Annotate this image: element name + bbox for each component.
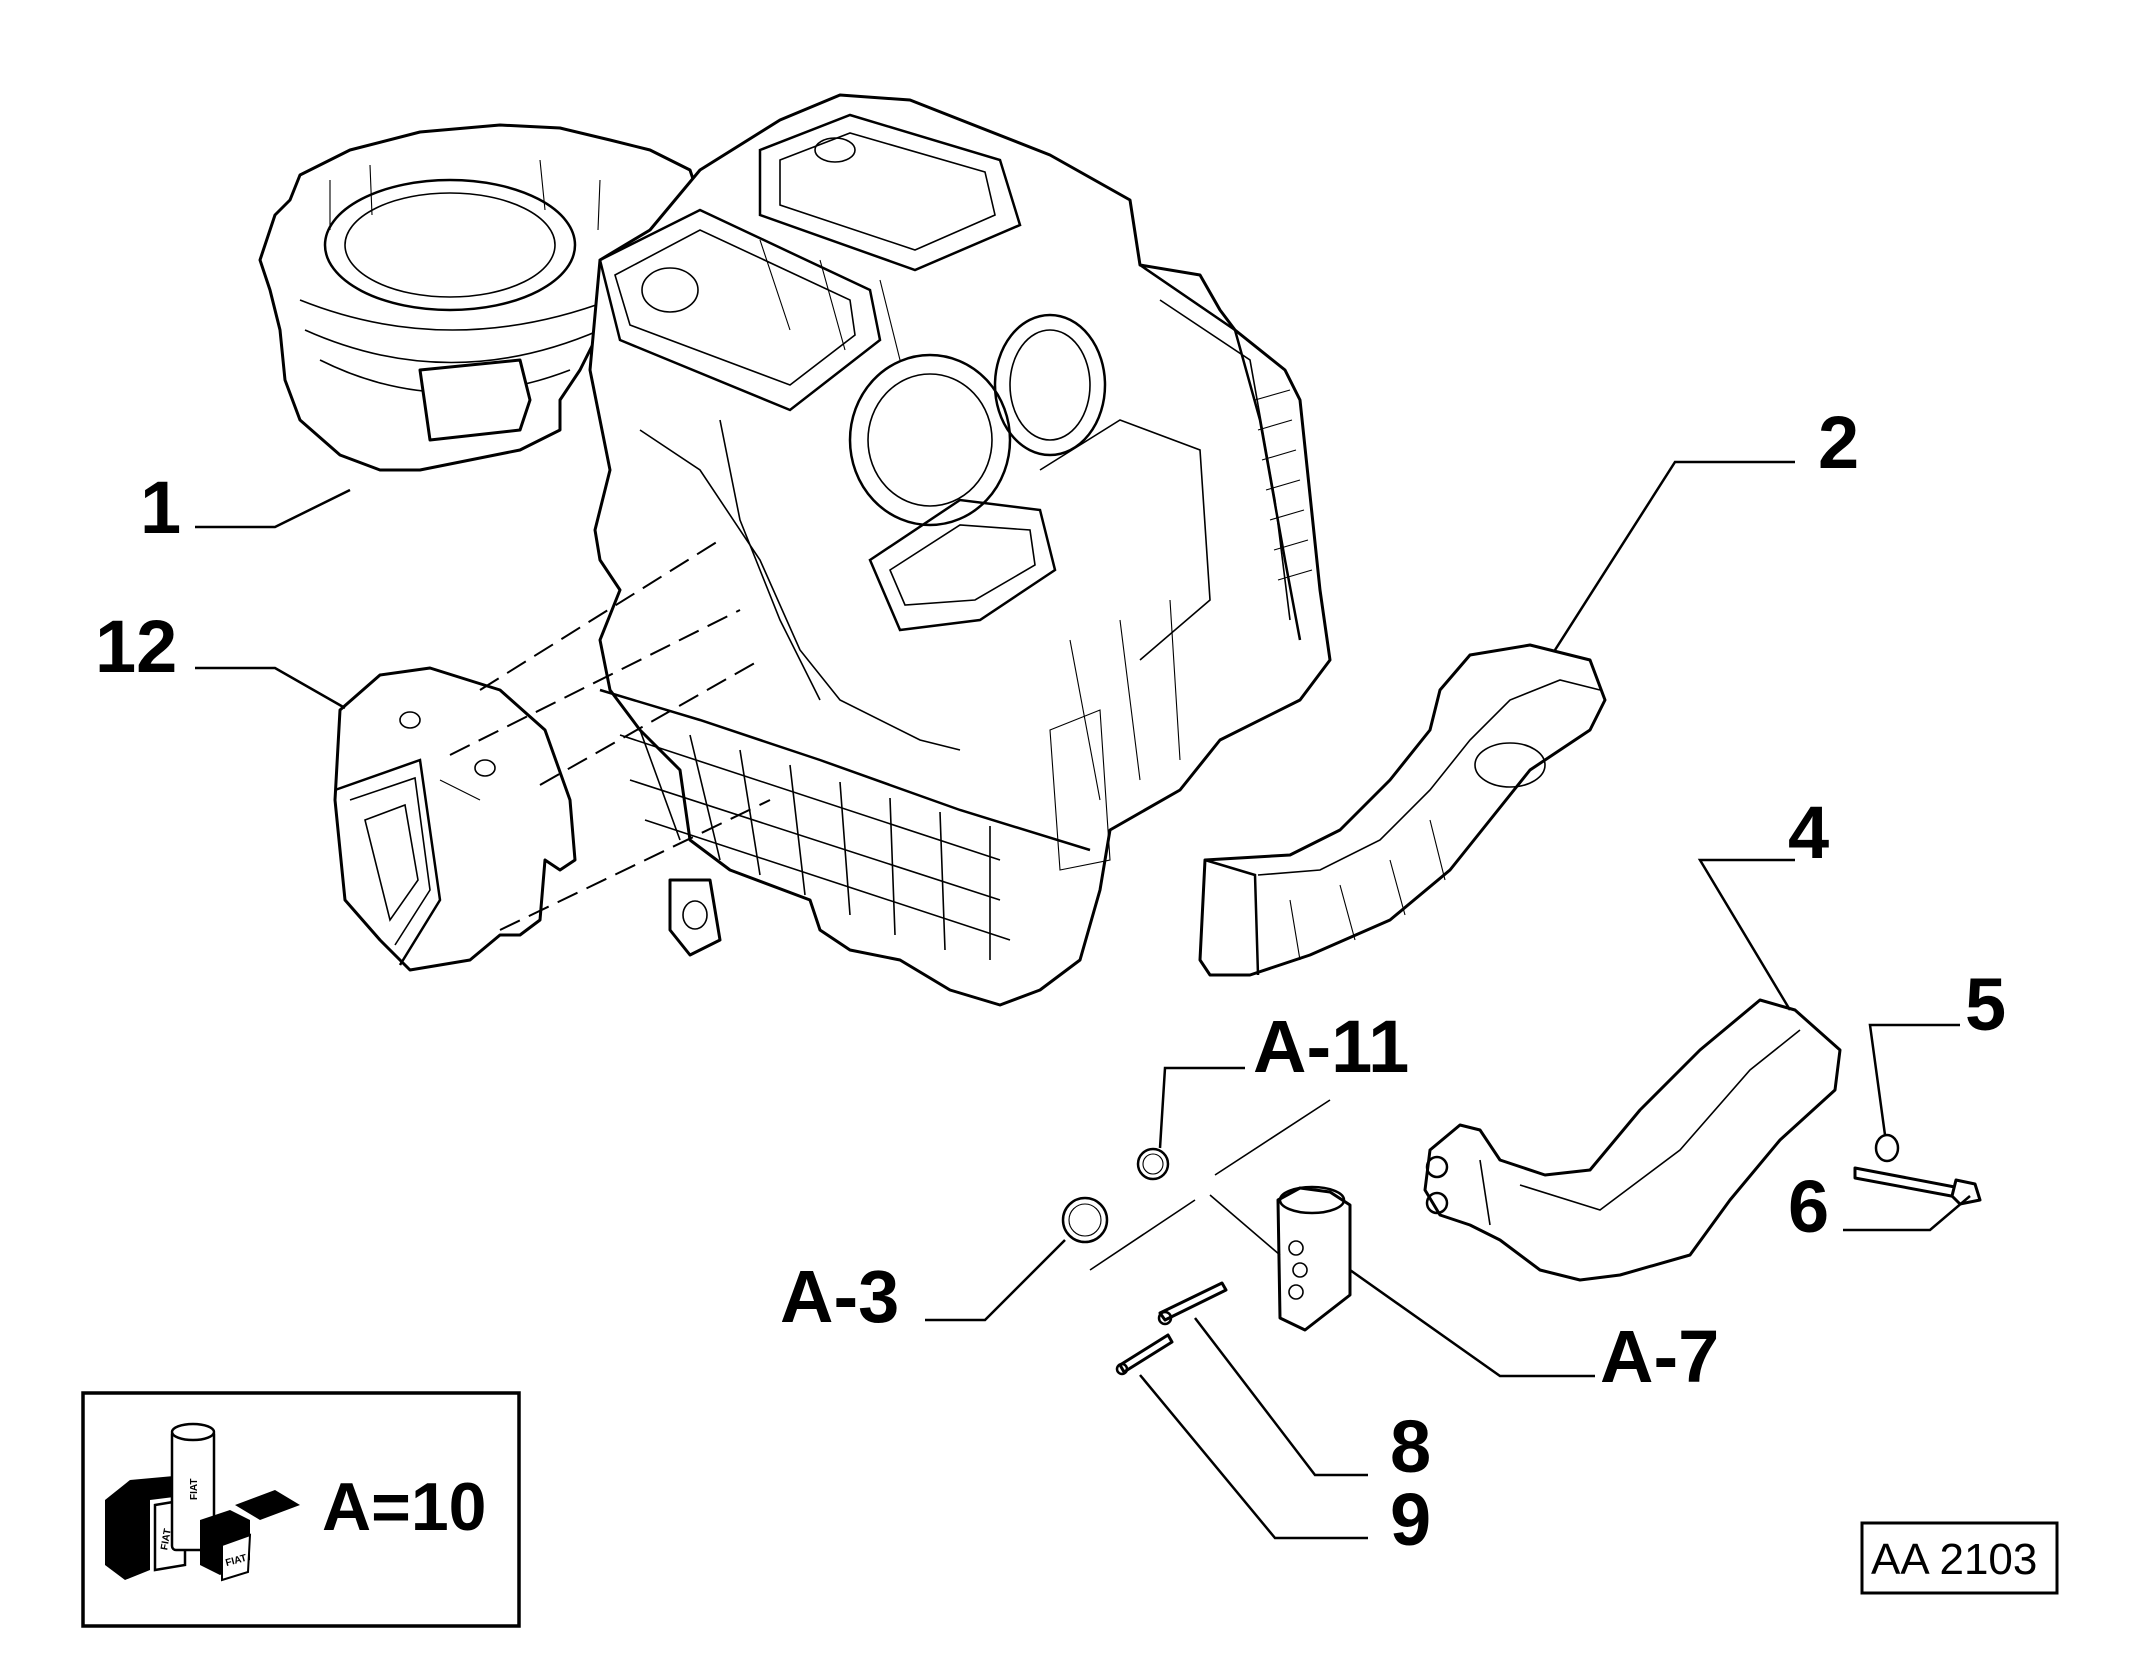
- brand-mark-3: FIAT: [224, 1553, 248, 1569]
- callout-A3: A-3: [780, 1255, 899, 1338]
- callout-4: 4: [1788, 791, 1829, 874]
- callout-6: 6: [1788, 1165, 1829, 1248]
- part-4-pipe: [1423, 998, 1842, 1282]
- callout-A11: A-11: [1253, 1005, 1409, 1088]
- brand-mark-2: FIAT: [189, 1479, 200, 1500]
- part-2-duct: [1198, 643, 1607, 977]
- hvac-housing-assembly: [258, 93, 1332, 1007]
- brand-mark-1: FIAT: [159, 1528, 174, 1551]
- o-rings-and-screws: [1061, 1099, 1982, 1376]
- drawing-code: AA 2103: [1871, 1535, 2037, 1584]
- assembly-lines: [449, 539, 771, 931]
- callout-1: 1: [140, 466, 181, 549]
- drawing-code-box: AA 2103: [1860, 1521, 2059, 1595]
- callout-5: 5: [1965, 963, 2006, 1046]
- callout-A7: A-7: [1600, 1315, 1719, 1398]
- callout-8: 8: [1390, 1405, 1431, 1488]
- leader-lines: [195, 460, 1971, 1540]
- callout-9: 9: [1390, 1478, 1431, 1561]
- part-12-panel: [333, 666, 577, 972]
- parts-package-icon: FIAT FIAT FIAT: [105, 1422, 300, 1582]
- expansion-valve-A7: [1276, 1185, 1352, 1332]
- callout-labels: 1 12 2 4 5 6 A-11 A-3 A-7 8 9: [95, 401, 2006, 1561]
- legend-box: FIAT FIAT FIAT A=10: [81, 1391, 521, 1628]
- legend-value: A=10: [322, 1469, 486, 1545]
- callout-12: 12: [95, 605, 177, 688]
- callout-2: 2: [1818, 401, 1859, 484]
